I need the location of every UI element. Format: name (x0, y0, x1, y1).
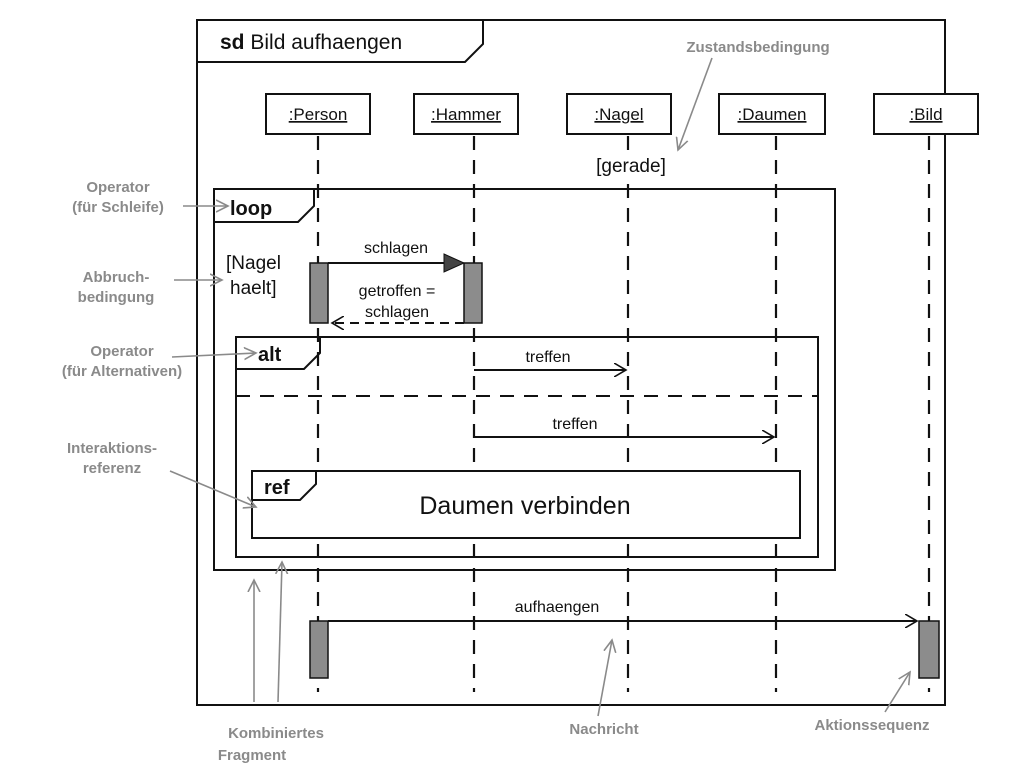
alt-operator: alt (258, 344, 282, 366)
ref-fragment (251, 470, 801, 539)
ref-operator: ref (264, 477, 290, 499)
message-treffen-nagel: treffen (525, 349, 570, 366)
sd-frame-title: sd Bild aufhaengen (220, 31, 402, 54)
annotation-operator-loop-2: (für Schleife) (72, 199, 164, 216)
sd-frame (196, 19, 946, 706)
message-schlagen: schlagen (364, 240, 428, 257)
annotation-abbruch-1: Abbruch- (83, 269, 150, 286)
annotation-operator-alt-1: Operator (90, 343, 154, 360)
message-reply-line1: getroffen = (359, 283, 436, 300)
lifeline-nagel: :Nagel (566, 93, 672, 135)
activation-bild (918, 620, 940, 679)
loop-fragment (213, 188, 836, 571)
message-reply-line2: schlagen (365, 304, 429, 321)
schlagen-arrowhead (443, 253, 466, 273)
message-aufhaengen: aufhaengen (515, 599, 600, 616)
activation-person-1 (309, 262, 329, 324)
annotation-kombiniert-1: Kombiniertes (228, 725, 324, 742)
annotation-abbruch-2: bedingung (78, 289, 155, 306)
annotation-nachricht: Nachricht (569, 721, 638, 738)
lifeline-bild: :Bild (873, 93, 979, 135)
annotation-operator-loop-1: Operator (86, 179, 150, 196)
lifeline-person: :Person (265, 93, 371, 135)
annotation-aktionssequenz: Aktionssequenz (814, 717, 929, 734)
message-treffen-daumen: treffen (552, 416, 597, 433)
annotation-interaktion-1: Interaktions- (67, 440, 157, 457)
loop-guard-line1: [Nagel (226, 253, 281, 274)
alt-operator-tab (236, 337, 321, 370)
activation-hammer-1 (463, 262, 483, 324)
state-invariant: [gerade] (596, 156, 666, 177)
annotation-kombiniert-2: Fragment (218, 747, 286, 764)
loop-operator: loop (230, 198, 272, 220)
loop-operator-tab (214, 189, 315, 223)
svg-text::Hammer: :Hammer (431, 105, 501, 124)
activation-person-2 (309, 620, 329, 679)
annotation-operator-alt-2: (für Alternativen) (62, 363, 182, 380)
alt-fragment (235, 336, 819, 558)
annotation-zustandsbedingung: Zustandsbedingung (686, 39, 829, 56)
loop-guard-line2: haelt] (230, 278, 276, 299)
sd-frame-tab (197, 20, 484, 63)
svg-text::Bild: :Bild (909, 105, 942, 124)
ref-name: Daumen verbinden (419, 492, 630, 520)
lifeline-daumen: :Daumen (718, 93, 826, 135)
svg-text::Person: :Person (289, 105, 348, 124)
ref-operator-tab (252, 471, 317, 501)
lifeline-hammer: :Hammer (413, 93, 519, 135)
svg-text::Nagel: :Nagel (594, 105, 643, 124)
svg-text::Daumen: :Daumen (738, 105, 807, 124)
annotation-interaktion-2: referenz (83, 460, 141, 477)
